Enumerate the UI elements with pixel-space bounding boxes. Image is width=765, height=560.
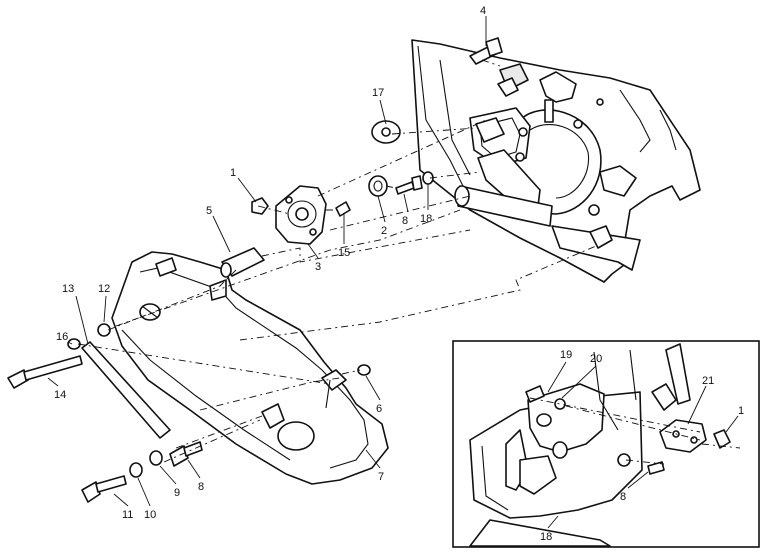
callout-17: 17 [372,87,384,99]
detail-inset [452,340,760,548]
callout-14: 14 [54,389,66,401]
callout-9: 9 [174,487,180,499]
callout-8-top: 8 [402,215,408,227]
callout-12: 12 [98,283,110,295]
callout-1: 1 [230,167,236,179]
callout-3: 3 [315,261,321,273]
callout-16: 16 [56,331,68,343]
callout-18-top: 18 [420,213,432,225]
callout-4: 4 [480,5,486,17]
callout-21: 21 [702,375,714,387]
callout-7: 7 [378,471,384,483]
callout-11: 11 [122,509,133,521]
chain-guard [111,251,389,485]
callout-18-inset: 18 [540,531,552,543]
callout-19: 19 [560,349,572,361]
callout-8-inset: 8 [620,491,626,503]
leader-lines [47,16,739,529]
callout-2: 2 [381,225,387,237]
callout-6: 6 [376,403,382,415]
callout-1-inset: 1 [738,405,744,417]
callout-15: 15 [338,247,350,259]
shaft-parts [475,77,519,143]
callout-13: 13 [62,283,74,295]
callout-10: 10 [144,509,156,521]
hardware-parts [7,37,503,503]
callout-labels: 1 4 5 17 8 2 18 15 3 12 13 16 14 6 7 8 9… [54,5,744,543]
callout-5: 5 [206,205,212,217]
callout-20: 20 [590,353,602,365]
engine-housing [411,39,701,283]
idler-plate [275,185,327,245]
callout-8-bottom: 8 [198,481,204,493]
assembly-lines [77,59,597,463]
